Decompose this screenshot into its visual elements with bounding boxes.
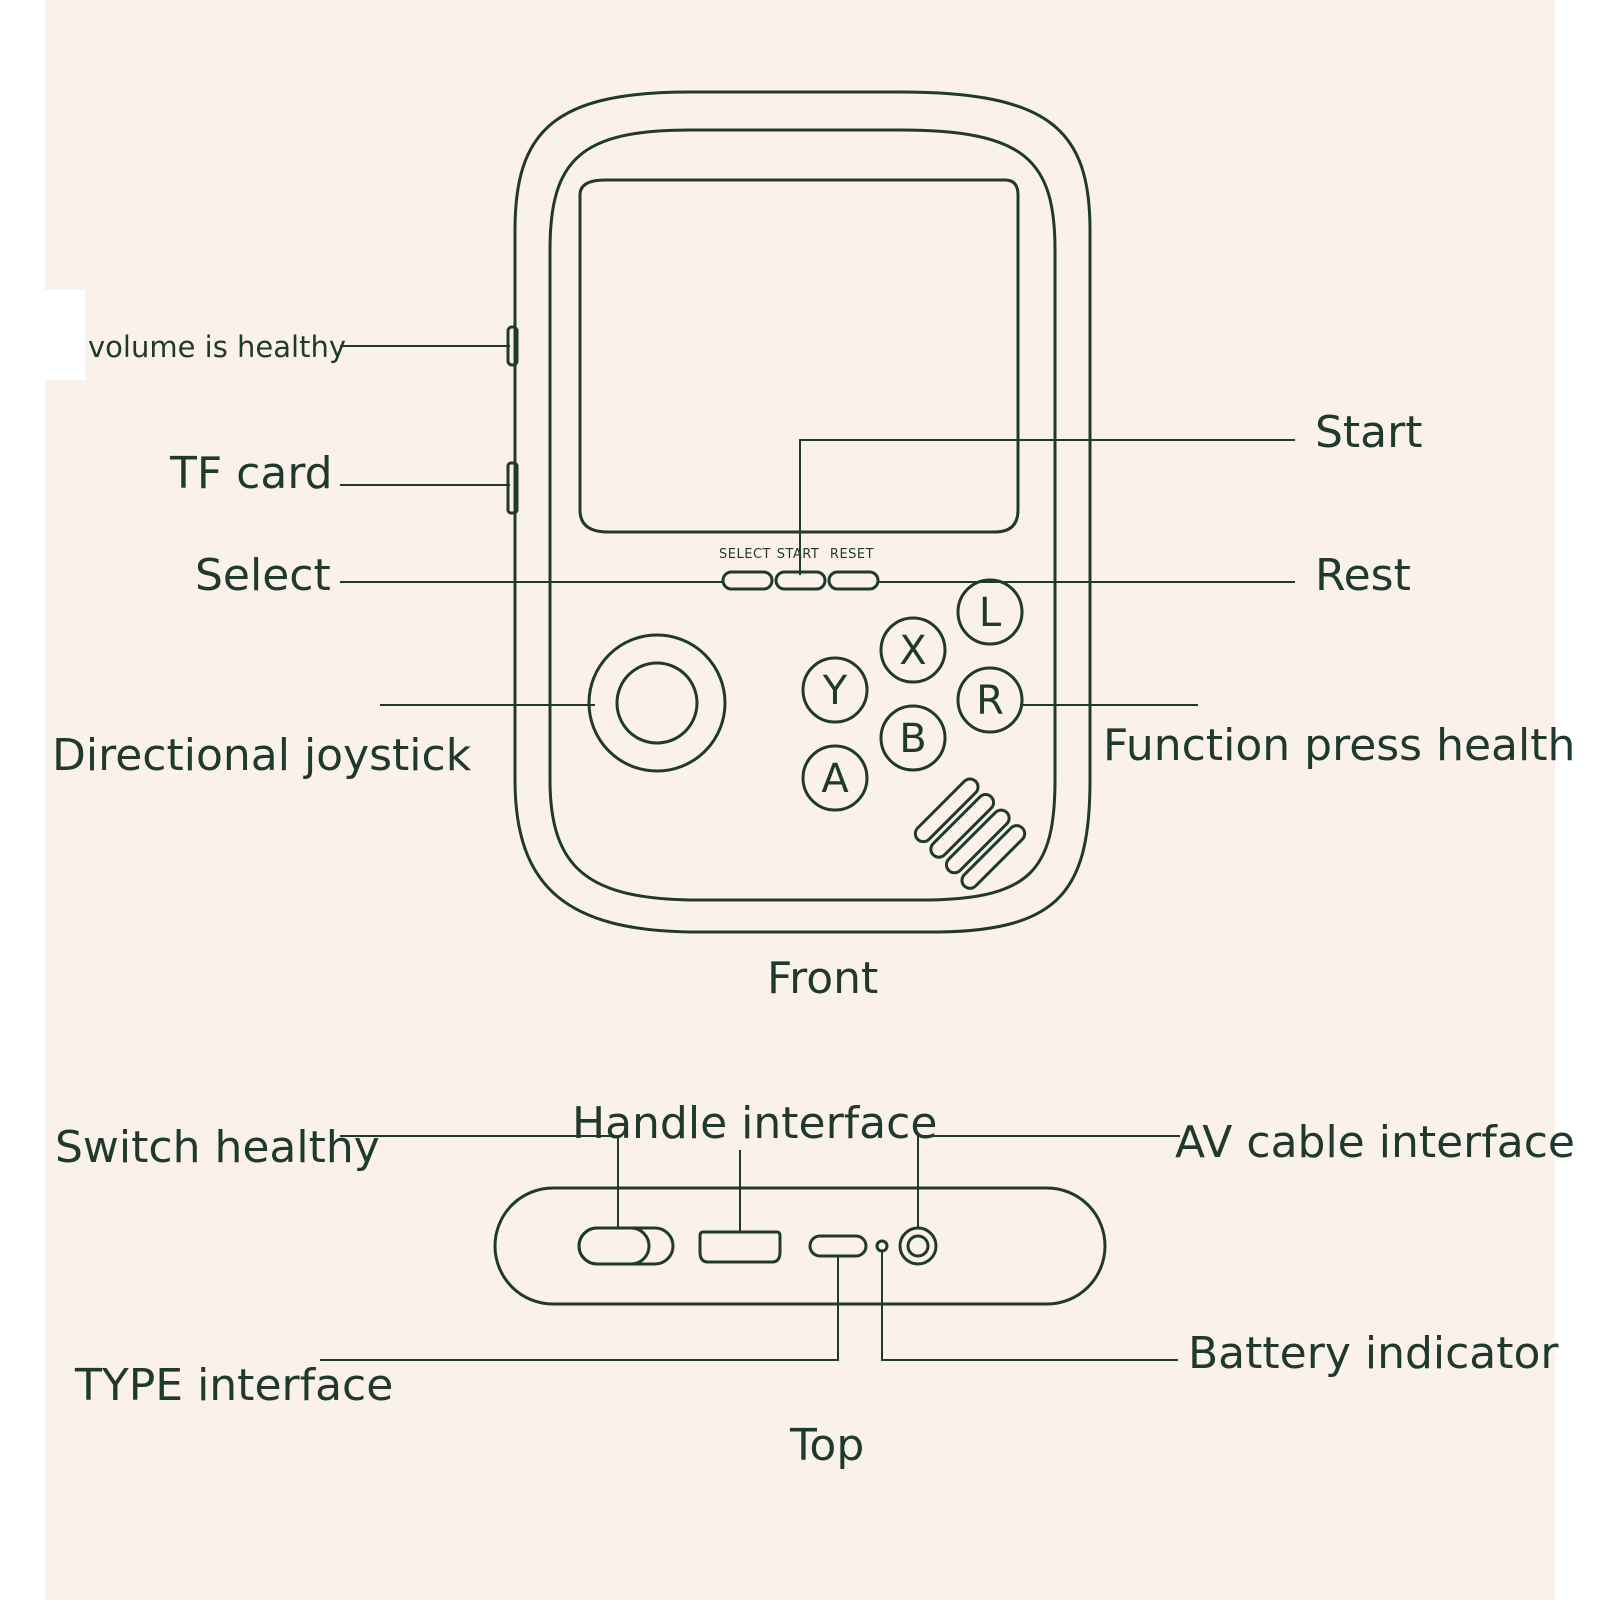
top-caption: Top — [789, 1420, 864, 1471]
console-inner-shell — [548, 128, 1057, 902]
front-leader-lines — [340, 345, 1295, 706]
label-battery: Battery indicator — [1188, 1328, 1559, 1379]
label-tf-card: TF card — [169, 448, 333, 499]
background-panel — [45, 0, 1555, 1600]
label-rest: Rest — [1315, 550, 1411, 601]
label-handle: Handle interface — [572, 1098, 937, 1149]
tf-card-slot — [506, 461, 519, 515]
joystick-stick — [615, 661, 699, 745]
speaker-grille — [913, 777, 1027, 890]
button-y-letter: Y — [822, 668, 848, 714]
button-l-shape — [956, 578, 1024, 646]
leader-av — [917, 1135, 1180, 1228]
top-leader-lines — [320, 1135, 1180, 1361]
label-volume: volume is healthy — [88, 330, 346, 364]
reset-micro-label: RESET — [830, 547, 874, 562]
reset-button-shape — [827, 570, 880, 591]
label-select: Select — [195, 550, 331, 601]
label-switch: Switch healthy — [55, 1122, 380, 1173]
leader-switch — [340, 1135, 619, 1228]
button-b-shape — [879, 704, 947, 772]
av-jack-inner — [906, 1234, 930, 1258]
leader-battery — [881, 1251, 1178, 1361]
leader-type — [320, 1256, 839, 1361]
button-r-letter: R — [976, 678, 1004, 724]
button-x-letter: X — [899, 628, 926, 674]
handle-port — [698, 1230, 782, 1264]
button-x-shape — [879, 616, 947, 684]
button-y-shape — [801, 656, 869, 724]
label-av: AV cable interface — [1175, 1117, 1575, 1168]
label-function: Function press health — [1103, 720, 1575, 771]
label-start: Start — [1315, 407, 1423, 458]
button-a-shape — [801, 744, 869, 812]
start-micro-label: START — [777, 547, 820, 562]
screen — [578, 178, 1020, 534]
joystick-ring — [587, 633, 727, 773]
label-joystick: Directional joystick — [52, 730, 472, 781]
button-a-letter: A — [821, 756, 849, 802]
button-l-letter: L — [979, 590, 1002, 636]
select-button-shape — [721, 570, 774, 591]
button-r-shape — [956, 666, 1024, 734]
select-micro-label: SELECT — [719, 547, 771, 562]
white-patch — [45, 290, 85, 380]
label-type: TYPE interface — [74, 1360, 393, 1411]
top-outline — [493, 1186, 1107, 1306]
console-outer-shell — [513, 90, 1092, 934]
front-caption: Front — [767, 953, 878, 1004]
leader-start — [799, 439, 1295, 575]
power-switch-knob — [577, 1226, 651, 1266]
button-b-letter: B — [899, 716, 926, 762]
